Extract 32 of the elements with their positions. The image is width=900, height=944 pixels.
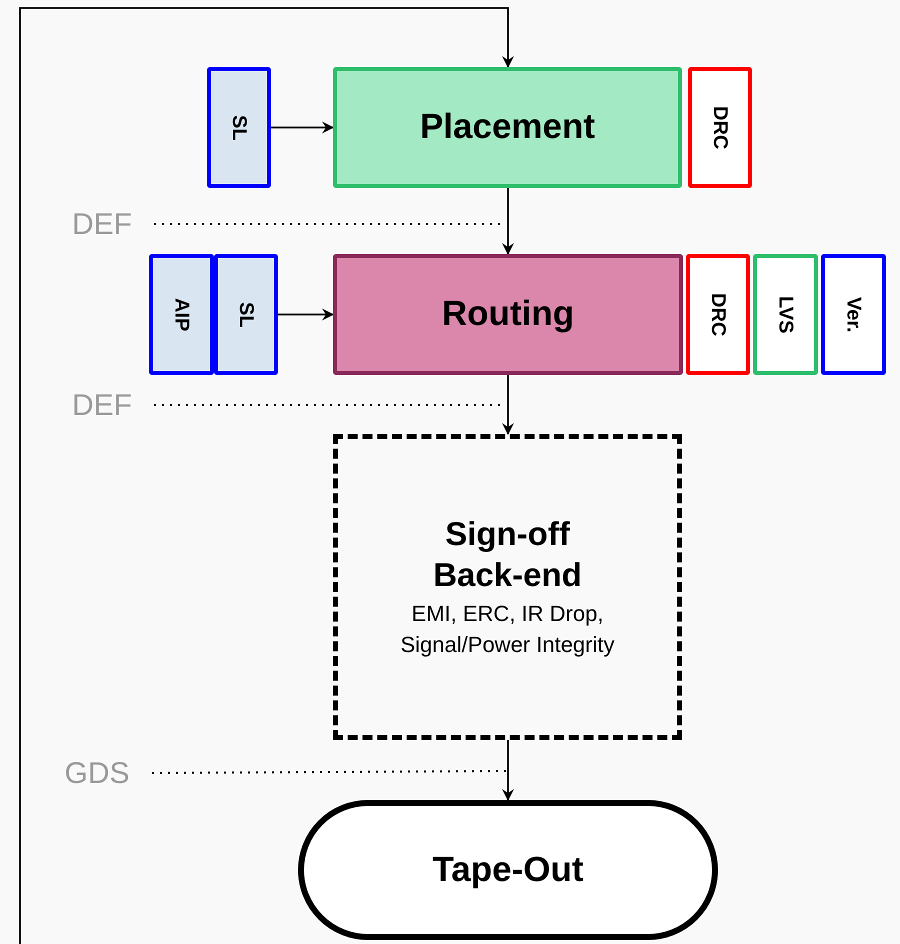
side-box bbox=[686, 254, 750, 375]
side-box bbox=[821, 254, 886, 375]
box-label: DRC bbox=[706, 292, 730, 336]
arrow bbox=[271, 122, 334, 134]
file-format-label: DEF bbox=[68, 206, 136, 242]
process-box bbox=[333, 67, 682, 188]
dashed-process-box bbox=[333, 434, 682, 740]
box-label: SL bbox=[227, 114, 251, 140]
process-box bbox=[333, 254, 683, 375]
file-format-label: DEF bbox=[68, 387, 136, 423]
arrow bbox=[502, 188, 514, 255]
box-title: Sign-off Back-end bbox=[432, 514, 583, 596]
arrow bbox=[278, 308, 334, 320]
box-label: Ver. bbox=[842, 296, 866, 332]
side-box bbox=[688, 67, 752, 188]
box-label: Placement bbox=[420, 106, 596, 148]
box-label: DRC bbox=[708, 106, 732, 150]
arrow bbox=[19, 7, 514, 944]
arrow bbox=[502, 740, 514, 801]
file-format-label: GDS bbox=[60, 755, 134, 791]
box-label: Routing bbox=[442, 293, 574, 336]
box-label: LVS bbox=[774, 296, 798, 334]
side-box bbox=[207, 67, 271, 188]
side-box bbox=[753, 254, 818, 375]
box-label: Tape-Out bbox=[432, 848, 584, 891]
box-description: EMI, ERC, IR Drop, Signal/Power Integrity bbox=[400, 600, 616, 660]
leader-line bbox=[152, 770, 506, 774]
side-box bbox=[149, 254, 214, 375]
arrow bbox=[502, 375, 514, 435]
side-box bbox=[214, 254, 278, 375]
box-label: SL bbox=[234, 302, 258, 328]
box-label: AIP bbox=[170, 298, 194, 332]
